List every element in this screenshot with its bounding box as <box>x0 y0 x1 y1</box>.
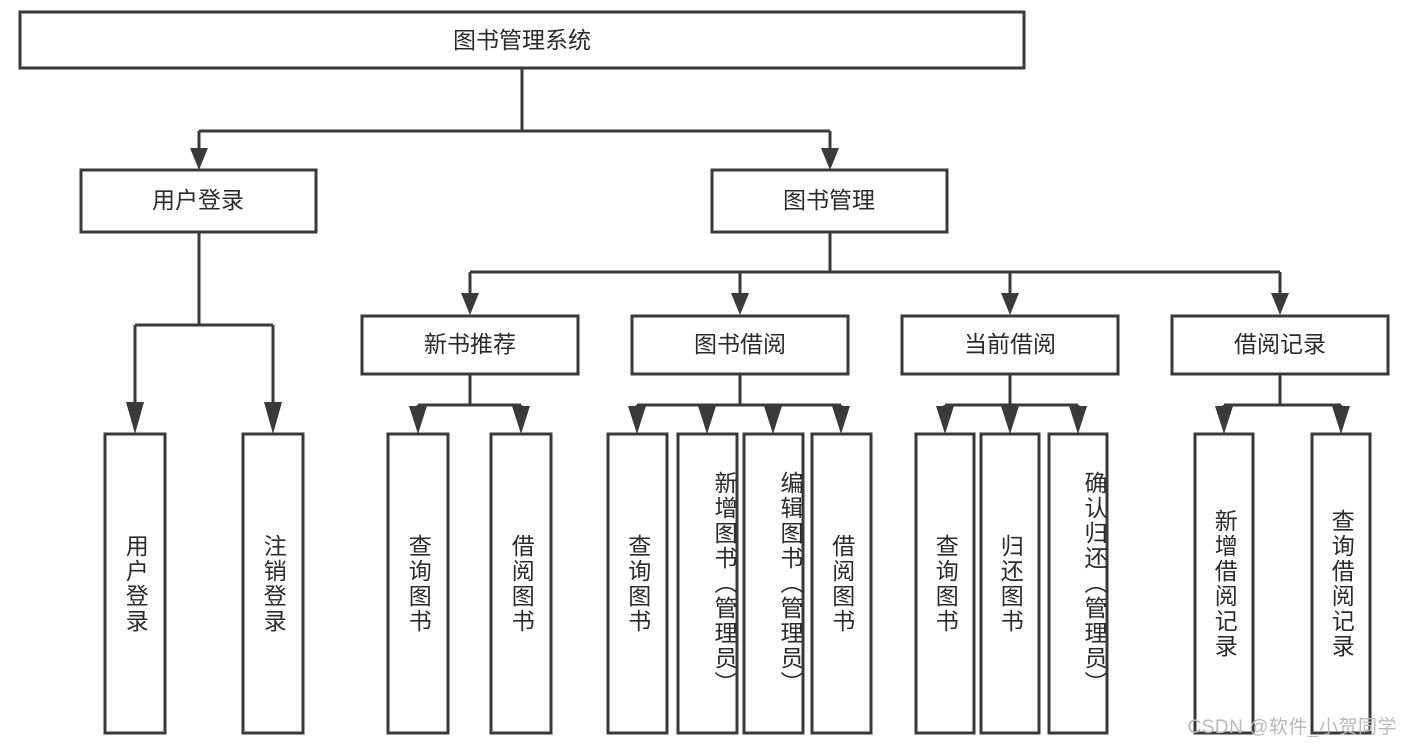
arrowhead-leaf-user-login <box>126 402 144 434</box>
node-leaf-edit-book-box[interactable] <box>742 432 805 735</box>
arrowhead-borrow-record <box>1271 293 1289 315</box>
arrowhead-leaf-borrow-book-2 <box>832 406 850 434</box>
csdn-watermark: CSDN @软件_小贺同学 <box>1187 717 1397 738</box>
node-book-borrow[interactable]: 图书借阅 <box>630 314 850 376</box>
node-leaf-logout-login-box[interactable] <box>241 432 305 735</box>
node-book-borrow-box[interactable] <box>630 314 850 376</box>
node-leaf-query-record-box[interactable] <box>1310 432 1372 735</box>
node-leaf-add-record-box[interactable] <box>1193 432 1255 735</box>
arrowhead-leaf-query-record <box>1332 406 1350 434</box>
arrowhead-leaf-borrow-book-1 <box>512 406 530 434</box>
node-borrow-record[interactable]: 借阅记录 <box>1170 314 1390 376</box>
node-leaf-query-book-3-box[interactable] <box>914 432 976 735</box>
arrowhead-leaf-return-book <box>1001 406 1019 434</box>
arrowhead-leaf-edit-book <box>764 406 782 434</box>
arrowhead-leaf-confirm-return <box>1069 406 1087 434</box>
node-borrow-record-label: 借阅记录 <box>1234 331 1326 357</box>
arrowhead-new-book-recommend <box>461 293 479 315</box>
node-leaf-borrow-book-1-box[interactable] <box>489 432 553 735</box>
node-leaf-return-book-box[interactable] <box>979 432 1041 735</box>
arrowhead-leaf-query-book-2 <box>628 406 646 434</box>
node-leaf-confirm-return-box[interactable] <box>1047 432 1109 735</box>
node-new-book-recommend[interactable]: 新书推荐 <box>360 314 580 376</box>
arrowhead-book-management <box>821 148 839 170</box>
arrowhead-leaf-add-record <box>1215 406 1233 434</box>
node-new-book-recommend-label: 新书推荐 <box>424 331 516 357</box>
node-book-borrow-label: 图书借阅 <box>694 331 786 357</box>
connector-group <box>126 69 1350 434</box>
node-borrow-record-box[interactable] <box>1170 314 1390 376</box>
node-book-management-label: 图书管理 <box>783 187 875 213</box>
node-leaf-query-book-1-box[interactable] <box>386 432 450 735</box>
node-current-borrow[interactable]: 当前借阅 <box>900 314 1120 376</box>
node-leaf-user-login-box[interactable] <box>103 432 167 735</box>
arrowhead-user-login <box>190 148 208 170</box>
arrowhead-current-borrow <box>1001 293 1019 315</box>
node-current-borrow-box[interactable] <box>900 314 1120 376</box>
node-root-label: 图书管理系统 <box>453 27 591 53</box>
node-leaf-add-book-box[interactable] <box>676 432 739 735</box>
node-user-login-box[interactable] <box>79 168 318 234</box>
arrowhead-leaf-query-book-1 <box>409 406 427 434</box>
node-book-management[interactable]: 图书管理 <box>710 168 949 234</box>
arrowhead-leaf-add-book <box>698 406 716 434</box>
node-leaf-query-book-2-box[interactable] <box>606 432 669 735</box>
node-user-login-label: 用户登录 <box>152 187 244 213</box>
node-new-book-recommend-box[interactable] <box>360 314 580 376</box>
arrowhead-leaf-logout-login <box>264 402 282 434</box>
node-leaf-borrow-book-2-box[interactable] <box>810 432 873 735</box>
node-current-borrow-label: 当前借阅 <box>964 331 1056 357</box>
node-user-login[interactable]: 用户登录 <box>79 168 318 234</box>
node-book-management-box[interactable] <box>710 168 949 234</box>
node-root[interactable]: 图书管理系统 <box>18 10 1026 70</box>
arrowhead-book-borrow <box>731 293 749 315</box>
arrowhead-leaf-query-book-3 <box>936 406 954 434</box>
node-root-box[interactable] <box>18 10 1026 70</box>
